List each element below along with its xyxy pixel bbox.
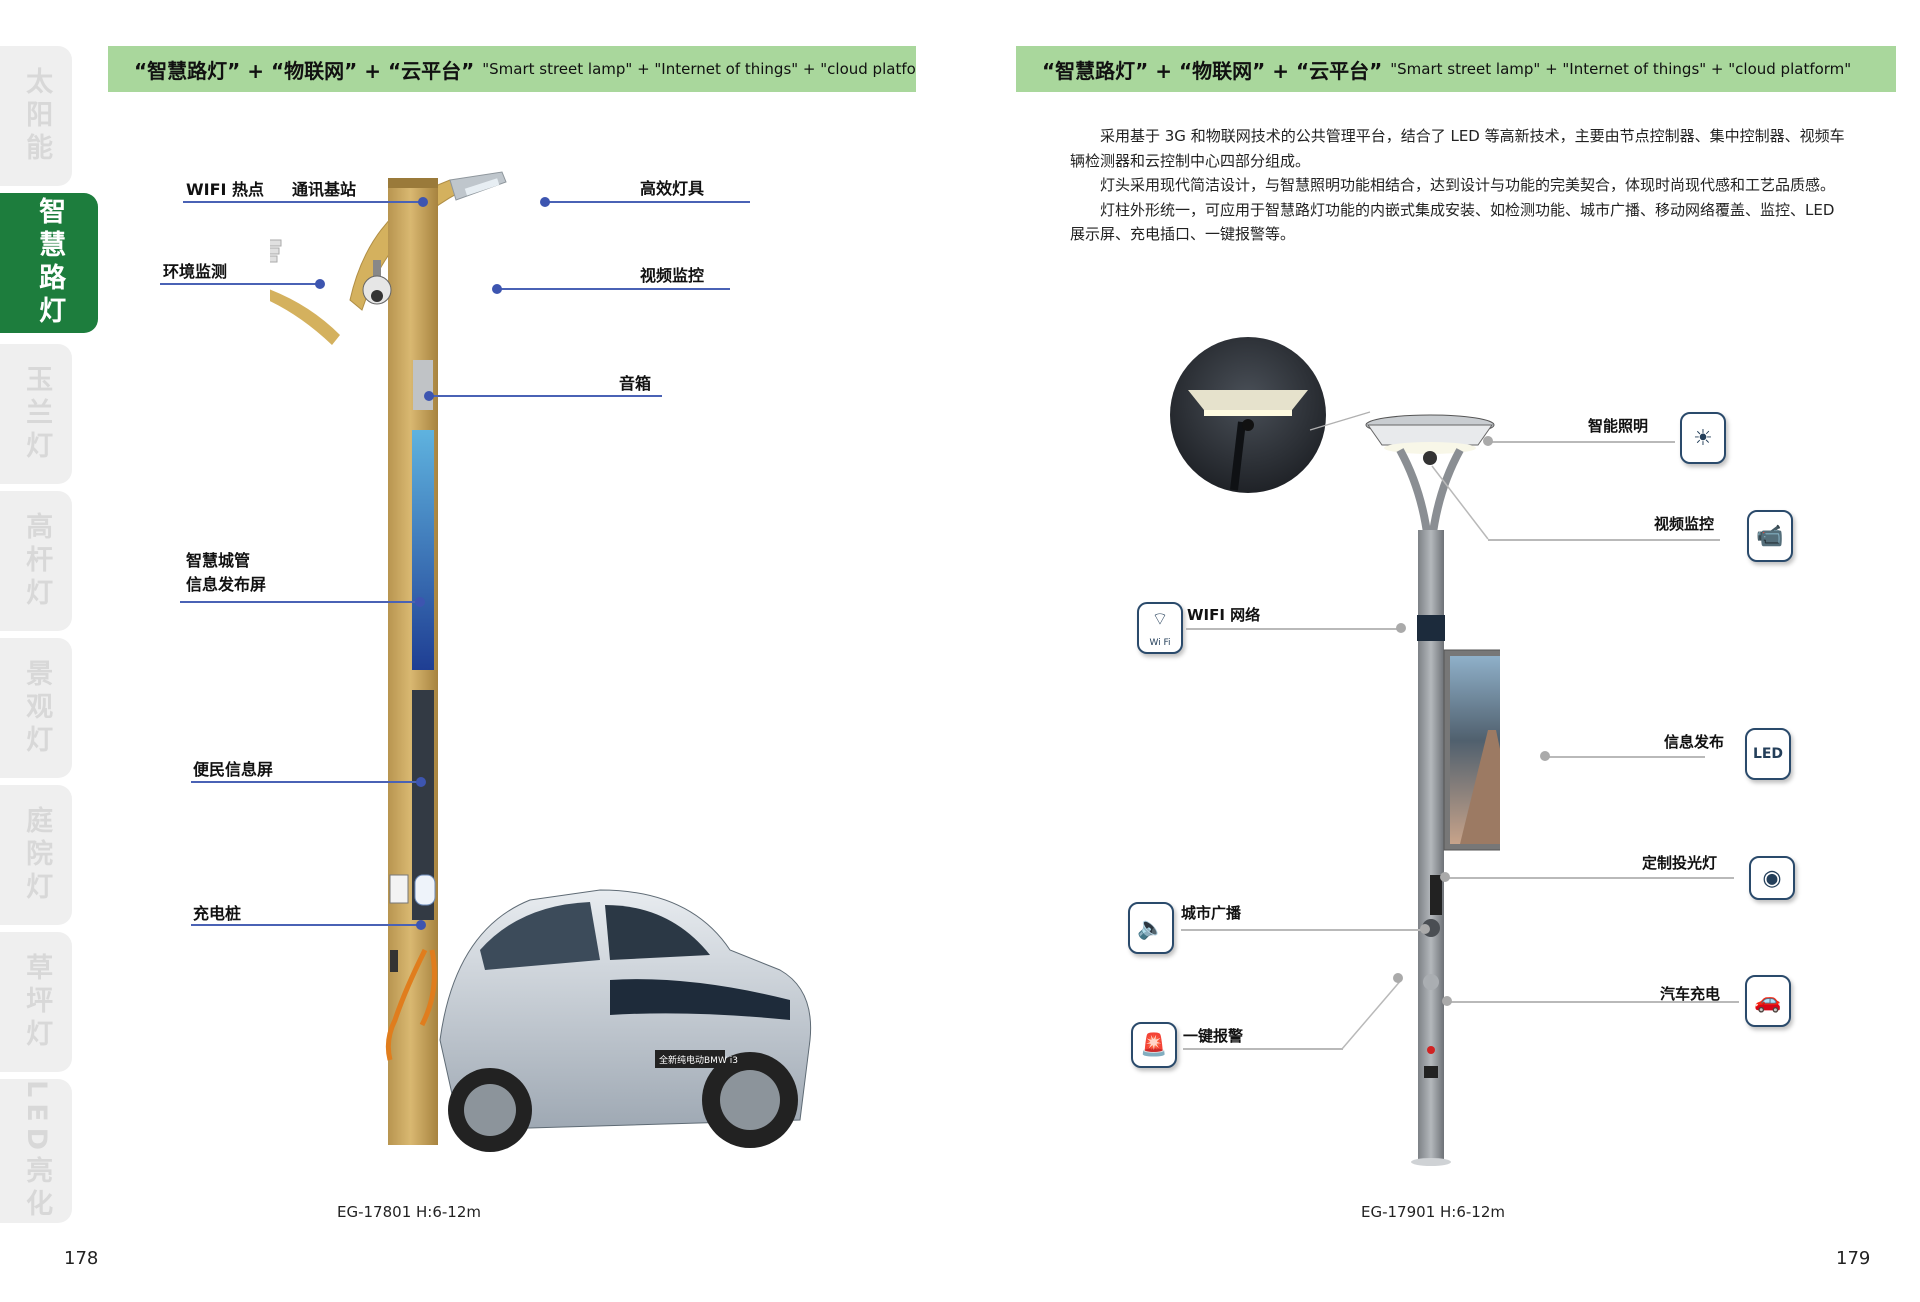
ev-car-icon: 🚗: [1745, 975, 1791, 1027]
leader-line: [1444, 877, 1734, 879]
leader-diagonal: [1341, 978, 1403, 1050]
sidebar-tab-high-mast[interactable]: 高杆灯: [0, 491, 72, 631]
page-number-right: 179: [1836, 1248, 1871, 1269]
label-charging-pile: 充电桩: [193, 904, 242, 923]
leader-line: [191, 781, 421, 783]
label-base-station: 通讯基站: [292, 180, 357, 199]
leader-line: [545, 201, 750, 203]
right-header-cn: “智慧路灯” + “物联网” + “云平台”: [1042, 58, 1383, 83]
marker-dot: [1393, 973, 1403, 983]
right-caption: EG-17901 H:6-12m: [1361, 1203, 1505, 1221]
leader-line: [497, 288, 730, 290]
smart-lamp-pole-illustration: [270, 171, 812, 1152]
left-caption: EG-17801 H:6-12m: [337, 1203, 481, 1221]
label-video-monitor: 视频监控: [640, 266, 705, 285]
label-info-release-screen: 信息发布屏: [186, 575, 267, 594]
marker-dot: [1442, 996, 1452, 1006]
leader-line: [1545, 756, 1705, 758]
floodlight-icon: ◉: [1749, 856, 1795, 900]
leader-line: [430, 395, 662, 397]
sidebar-tab-label: 太阳能: [21, 66, 53, 166]
marker-dot: [315, 279, 325, 289]
left-header-bar: “智慧路灯” + “物联网” + “云平台” "Smart street lam…: [108, 46, 916, 92]
leader-line: [160, 283, 320, 285]
page-number-left: 178: [64, 1248, 99, 1269]
sidebar-tab-label: 草坪灯: [21, 952, 53, 1052]
right-header-bar: “智慧路灯” + “物联网” + “云平台” "Smart street lam…: [1016, 46, 1896, 92]
sidebar-tab-smart-lamp[interactable]: 智慧路灯: [0, 193, 98, 333]
leader-line: [1181, 929, 1425, 931]
label-custom-floodlight: 定制投光灯: [1642, 854, 1718, 872]
electric-car-illustration: [439, 889, 812, 1152]
wifi-icon: Wi Fi ⌔: [1137, 602, 1183, 654]
marker-dot: [418, 197, 428, 207]
label-info-release: 信息发布: [1664, 733, 1725, 751]
left-header-en: "Smart street lamp" + "Internet of thing…: [482, 60, 916, 78]
broadcast-speaker-icon: 🔈: [1128, 902, 1174, 954]
marker-dot: [415, 597, 425, 607]
sun-icon: ☀: [1680, 412, 1726, 464]
marker-dot: [492, 284, 502, 294]
label-public-info-screen: 便民信息屏: [193, 760, 274, 779]
marker-dot: [416, 920, 426, 930]
label-smart-lighting: 智能照明: [1588, 417, 1649, 435]
right-header-en: "Smart street lamp" + "Internet of thing…: [1390, 60, 1852, 78]
led-icon: LED: [1745, 728, 1791, 780]
marker-dot: [424, 391, 434, 401]
sidebar-tab-label: 智慧路灯: [34, 197, 66, 329]
marker-dot: [416, 777, 426, 787]
leader-line: [191, 924, 421, 926]
sidebar-tab-lawn[interactable]: 草坪灯: [0, 932, 72, 1072]
leader-line: [180, 601, 420, 603]
label-one-key-alarm: 一键报警: [1183, 1027, 1244, 1045]
marker-dot: [1483, 436, 1493, 446]
modern-lamp-pole-illustration: [1170, 337, 1500, 1166]
leader-line: [1487, 441, 1675, 443]
sidebar-tab-label: LED亮化: [21, 1079, 53, 1223]
label-env-monitor: 环境监测: [163, 262, 228, 281]
leader-line: [183, 201, 423, 203]
sidebar-tab-label: 景观灯: [21, 658, 53, 758]
sidebar-tab-label: 高杆灯: [21, 511, 53, 611]
label-car-charging: 汽车充电: [1660, 985, 1721, 1003]
wifi-icon-text: Wi Fi: [1149, 638, 1171, 648]
marker-dot: [1396, 623, 1406, 633]
label-speaker: 音箱: [619, 374, 652, 393]
label-efficient-lamp: 高效灯具: [640, 179, 705, 198]
marker-dot: [540, 197, 550, 207]
label-city-management: 智慧城管: [186, 551, 251, 570]
sidebar-tab-garden[interactable]: 庭院灯: [0, 785, 72, 925]
left-header-cn: “智慧路灯” + “物联网” + “云平台”: [134, 58, 475, 83]
sidebar-tab-landscape[interactable]: 景观灯: [0, 638, 72, 778]
label-wifi-network: WIFI 网络: [1187, 606, 1261, 624]
marker-dot: [1420, 924, 1430, 934]
marker-dot: [1540, 751, 1550, 761]
leader-line: [1446, 1001, 1739, 1003]
sidebar-tab-led[interactable]: LED亮化: [0, 1079, 72, 1223]
sidebar-tab-magnolia[interactable]: 玉兰灯: [0, 344, 72, 484]
label-city-broadcast: 城市广播: [1181, 904, 1242, 922]
leader-line: [1488, 539, 1720, 541]
product-description: 采用基于 3G 和物联网技术的公共管理平台，结合了 LED 等高新技术，主要由节…: [1070, 124, 1850, 247]
sidebar-tab-label: 庭院灯: [21, 805, 53, 905]
marker-dot: [1440, 872, 1450, 882]
description-paragraph: 采用基于 3G 和物联网技术的公共管理平台，结合了 LED 等高新技术，主要由节…: [1070, 127, 1845, 170]
security-camera-icon: 📹: [1747, 510, 1793, 562]
description-paragraph: 灯头采用现代简洁设计，与智慧照明功能相结合，达到设计与功能的完美契合，体现时尚现…: [1100, 176, 1836, 194]
label-wifi-hotspot: WIFI 热点: [186, 180, 265, 199]
leader-line: [1186, 628, 1401, 630]
car-plate: 全新纯电动BMW i3: [659, 1056, 738, 1066]
sidebar-tab-label: 玉兰灯: [21, 364, 53, 464]
sidebar-tab-solar[interactable]: 太阳能: [0, 46, 72, 186]
alarm-beacon-icon: 🚨: [1131, 1022, 1177, 1068]
description-paragraph: 灯柱外形统一，可应用于智慧路灯功能的内嵌式集成安装、如检测功能、城市广播、移动网…: [1070, 200, 1835, 244]
leader-diagonal: [1431, 465, 1489, 540]
leader-line: [1183, 1048, 1343, 1050]
label-video-surveillance: 视频监控: [1654, 515, 1715, 533]
